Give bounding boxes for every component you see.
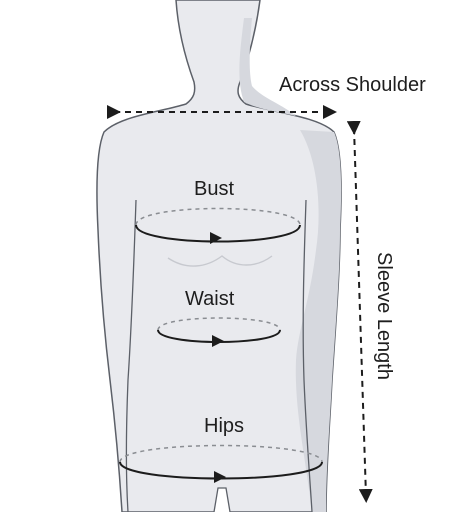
hips-arrow [214, 471, 226, 483]
neck-shadow [239, 18, 296, 116]
bust-loop-front [135, 224, 301, 243]
bust-arrow [210, 232, 222, 244]
left-arm-contour [125, 199, 137, 513]
right-arm-contour [302, 199, 313, 513]
chest-contour [167, 255, 273, 267]
waist-loop-back [157, 317, 281, 331]
hips-loop-back [119, 444, 323, 463]
waist-arrow [212, 335, 224, 347]
across-shoulder-label: Across Shoulder [279, 74, 426, 96]
bust-loop-back [135, 207, 301, 226]
leg-gap [213, 487, 231, 513]
body-side-shadow [295, 130, 342, 512]
sleeve-length-line [346, 120, 373, 503]
waist-label: Waist [185, 288, 235, 310]
sleeve-length-label: Sleeve Length [373, 252, 395, 380]
hips-label: Hips [204, 415, 245, 437]
bust-label: Bust [194, 178, 235, 200]
